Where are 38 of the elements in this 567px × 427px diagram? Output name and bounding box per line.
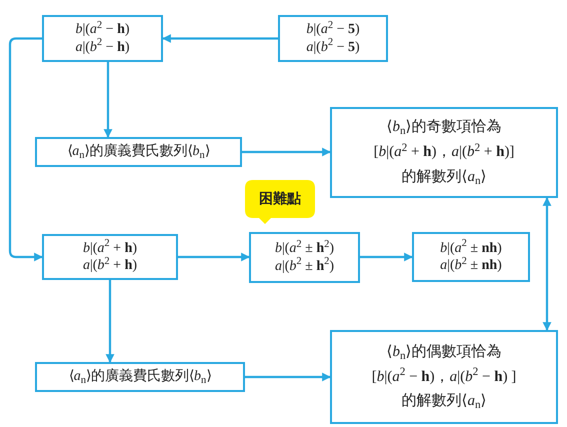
arrow: [104, 62, 112, 138]
process-box: [35, 137, 242, 167]
arrow: [245, 372, 331, 382]
formula-text: b|(a$^{2}$ − h): [75, 21, 130, 38]
process-box: [412, 232, 530, 282]
formula-text: ⟨a$_{n}$⟩的廣義費氏數列⟨b$_{n}$⟩: [68, 368, 212, 386]
formula-text: b|(a$^{2}$ − 5): [306, 21, 360, 38]
process-box: [330, 107, 558, 198]
formula-text: b|(a$^{2}$ + h): [82, 240, 138, 257]
arrow: [178, 252, 250, 262]
formula-text: b|(a$^{2}$ ± nh): [440, 240, 502, 257]
formula-text: b|(a$^{2}$ ± h$^{2}$): [274, 240, 334, 257]
formula-text: a|(b$^{2}$ + h): [82, 257, 138, 274]
formula-text: ⟨a$_{n}$⟩的廣義費氏數列⟨b$_{n}$⟩: [67, 143, 210, 161]
callout-text: 困難點: [259, 190, 301, 208]
arrow: [542, 197, 552, 331]
process-box: [330, 330, 558, 424]
formula-text: a|(b$^{2}$ − 5): [306, 38, 360, 56]
formula-text: ⟨b$_{n}$⟩的偶數項恰為: [386, 342, 502, 362]
arrow: [360, 252, 413, 262]
formula-text: a|(b$^{2}$ ± h$^{2}$): [274, 258, 334, 275]
formula-text: [b|(a$^{2}$ − h)，a|(b$^{2}$ − h) ]: [372, 368, 516, 386]
arrow: [106, 280, 114, 363]
arrow: [8, 37, 43, 262]
arrow: [162, 34, 278, 43]
formula-text: ⟨b$_{n}$⟩的奇數項恰為: [386, 118, 502, 138]
callout-bubble: [245, 180, 315, 224]
formula-text: a|(b$^{2}$ ± nh): [440, 257, 502, 274]
process-box: [278, 15, 388, 62]
formula-text: [b|(a$^{2}$ + h)，a|(b$^{2}$ + h)]: [374, 143, 514, 162]
process-box: [42, 234, 178, 280]
formula-text: 的解數列⟨a$_{n}$⟩: [401, 392, 487, 412]
process-box: [42, 15, 163, 62]
process-box: [249, 232, 360, 283]
process-box: [35, 362, 245, 392]
formula-text: 的解數列⟨a$_{n}$⟩: [401, 168, 487, 187]
formula-text: a|(b$^{2}$ − h): [75, 38, 130, 56]
arrow: [242, 148, 331, 156]
